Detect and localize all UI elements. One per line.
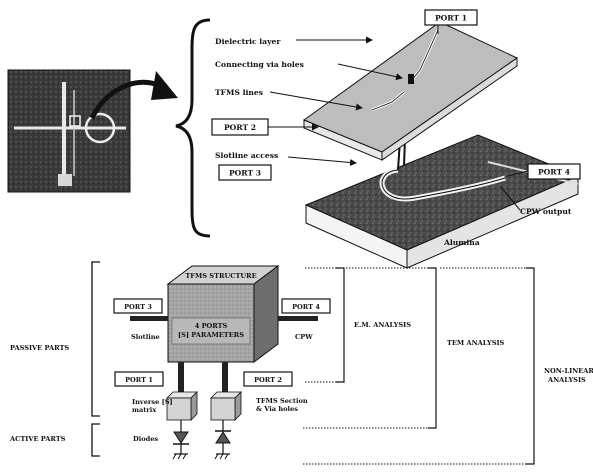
label-port3: PORT 3 bbox=[229, 169, 261, 178]
label-tem-analysis: TEM ANALYSIS bbox=[447, 339, 505, 347]
label-nonlinear-1: NON-LINEAR bbox=[544, 367, 593, 375]
label-tfms-section-2: & Via holes bbox=[256, 405, 298, 413]
arrow-slotline-access bbox=[287, 156, 357, 166]
label-dielectric-layer: Dielectric layer bbox=[215, 37, 281, 46]
label-tfms-section-1: TFMS Section bbox=[256, 397, 308, 405]
nonlinear-analysis-bracket bbox=[303, 267, 535, 465]
arrow-via-holes bbox=[337, 63, 403, 81]
inverse-s-box bbox=[166, 391, 198, 421]
block-port2-label: PORT 2 bbox=[254, 376, 282, 384]
em-analysis-bracket bbox=[305, 267, 345, 383]
leader-cpw-output bbox=[499, 185, 521, 211]
label-nonlinear-2: ANALYSIS bbox=[547, 376, 586, 384]
port1-box bbox=[424, 9, 478, 26]
leader-port4 bbox=[507, 170, 529, 177]
label-port4: PORT 4 bbox=[538, 168, 570, 177]
arrow-tfms-lines bbox=[269, 91, 363, 111]
block-port3-label: PORT 3 bbox=[124, 303, 152, 311]
diode-1 bbox=[172, 420, 189, 460]
label-slotline: Slotline bbox=[131, 333, 160, 341]
alumina-substrate bbox=[304, 134, 580, 269]
label-port1: PORT 1 bbox=[435, 14, 467, 23]
label-inverse-1: Inverse [S] bbox=[132, 398, 173, 406]
bracket-passive bbox=[91, 261, 100, 417]
tfms-section-box bbox=[210, 391, 242, 421]
label-slotline-access: Slotline access bbox=[215, 151, 278, 160]
tem-analysis-bracket bbox=[303, 267, 437, 429]
block-port3-box bbox=[113, 298, 163, 314]
cube-front-label-1: 4 PORTS bbox=[195, 322, 228, 330]
label-cpw: CPW bbox=[295, 333, 313, 341]
label-cpw-output: CPW output bbox=[520, 207, 572, 216]
label-active-parts: ACTIVE PARTS bbox=[9, 435, 66, 443]
label-em-analysis: E.M. ANALYSIS bbox=[354, 321, 411, 329]
block-port4-label: PORT 4 bbox=[292, 303, 320, 311]
label-alumina: Alumina bbox=[443, 238, 480, 247]
port2-stub bbox=[222, 362, 228, 398]
dielectric-layer bbox=[302, 21, 518, 161]
label-diodes: Diodes bbox=[133, 435, 158, 443]
cube-top-label: TFMS STRUCTURE bbox=[185, 272, 256, 280]
label-inverse-2: matrix bbox=[132, 406, 156, 414]
label-tfms-lines: TFMS lines bbox=[215, 88, 263, 97]
block-port2-box bbox=[243, 371, 293, 387]
cpw-stub bbox=[278, 316, 318, 321]
cube-front-label-2: [S] PARAMETERS bbox=[178, 331, 244, 339]
port1-stub bbox=[178, 362, 184, 398]
block-port1-label: PORT 1 bbox=[125, 376, 153, 384]
tfms-cube bbox=[166, 265, 280, 363]
circuit-photo bbox=[7, 69, 131, 193]
label-port2: PORT 2 bbox=[224, 123, 256, 132]
label-passive-parts: PASSIVE PARTS bbox=[10, 344, 69, 352]
diode-2 bbox=[214, 420, 231, 460]
slotline-stub bbox=[130, 316, 168, 321]
bracket-active bbox=[91, 423, 100, 457]
curly-bracket bbox=[175, 18, 211, 238]
zoom-arrowhead bbox=[151, 71, 178, 100]
port3-box bbox=[218, 164, 272, 181]
label-connecting-via-holes: Connecting via holes bbox=[215, 60, 304, 69]
zoom-arrow bbox=[89, 79, 162, 120]
block-port4-box bbox=[281, 298, 331, 314]
block-port1-box bbox=[114, 371, 164, 387]
